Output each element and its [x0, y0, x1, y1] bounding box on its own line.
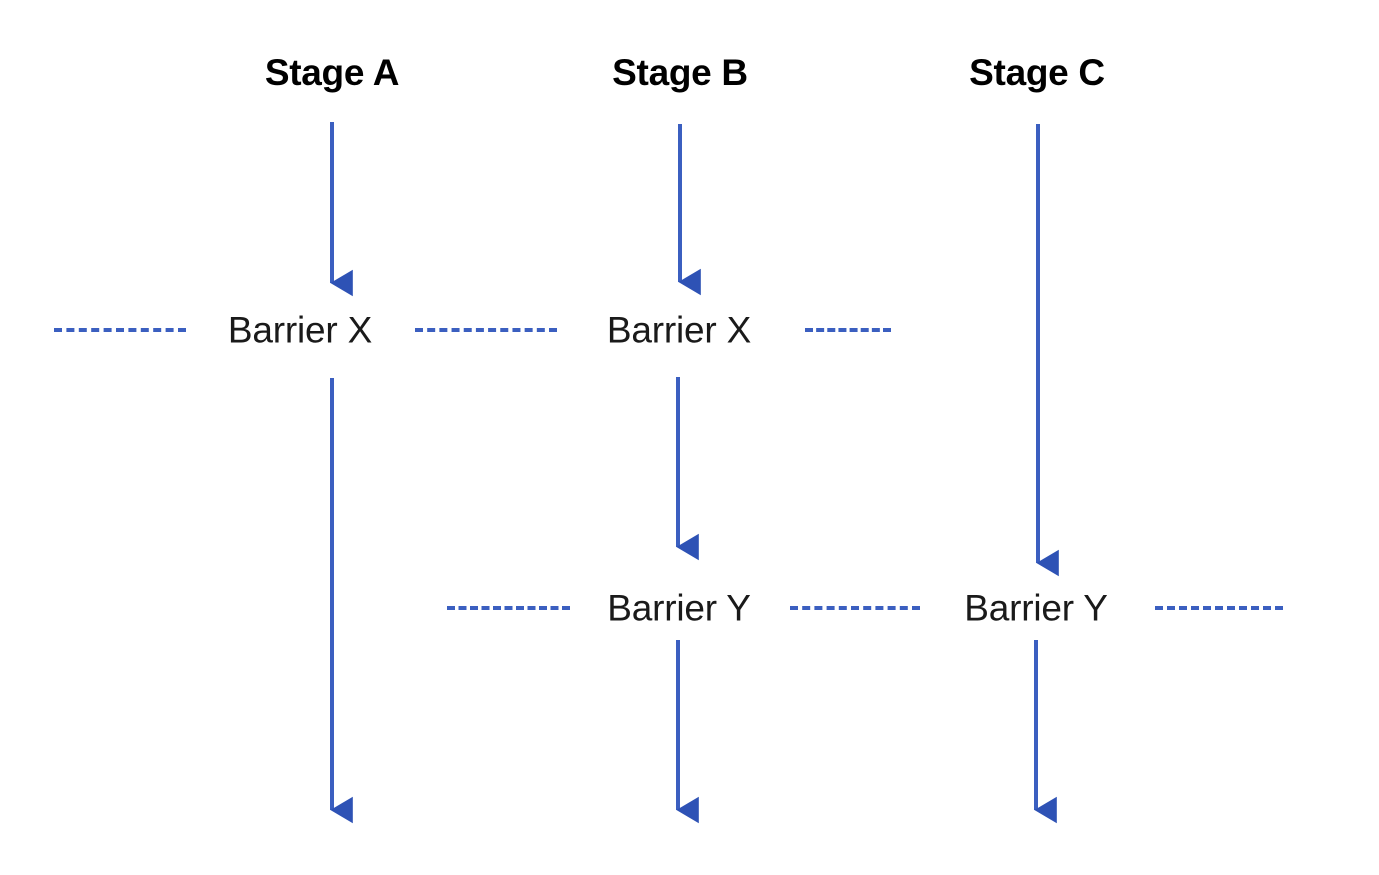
dashed-line-barrier-y-right [1155, 606, 1283, 610]
stage-header-c: Stage C [969, 52, 1105, 93]
barrier-label-y-stage-c: Barrier Y [958, 589, 1114, 627]
dashed-line-barrier-x-right [805, 328, 891, 332]
dashed-line-barrier-x-left [54, 328, 186, 332]
dashed-line-barrier-y-left [447, 606, 570, 610]
dashed-line-barrier-y-middle [790, 606, 920, 610]
barrier-label-y-stage-b: Barrier Y [601, 589, 757, 627]
barrier-label-x-stage-a: Barrier X [221, 311, 379, 349]
dashed-line-barrier-x-middle [415, 328, 557, 332]
barrier-label-x-stage-b: Barrier X [600, 311, 758, 349]
stage-header-a: Stage A [264, 52, 400, 93]
stage-header-b: Stage B [612, 52, 748, 93]
